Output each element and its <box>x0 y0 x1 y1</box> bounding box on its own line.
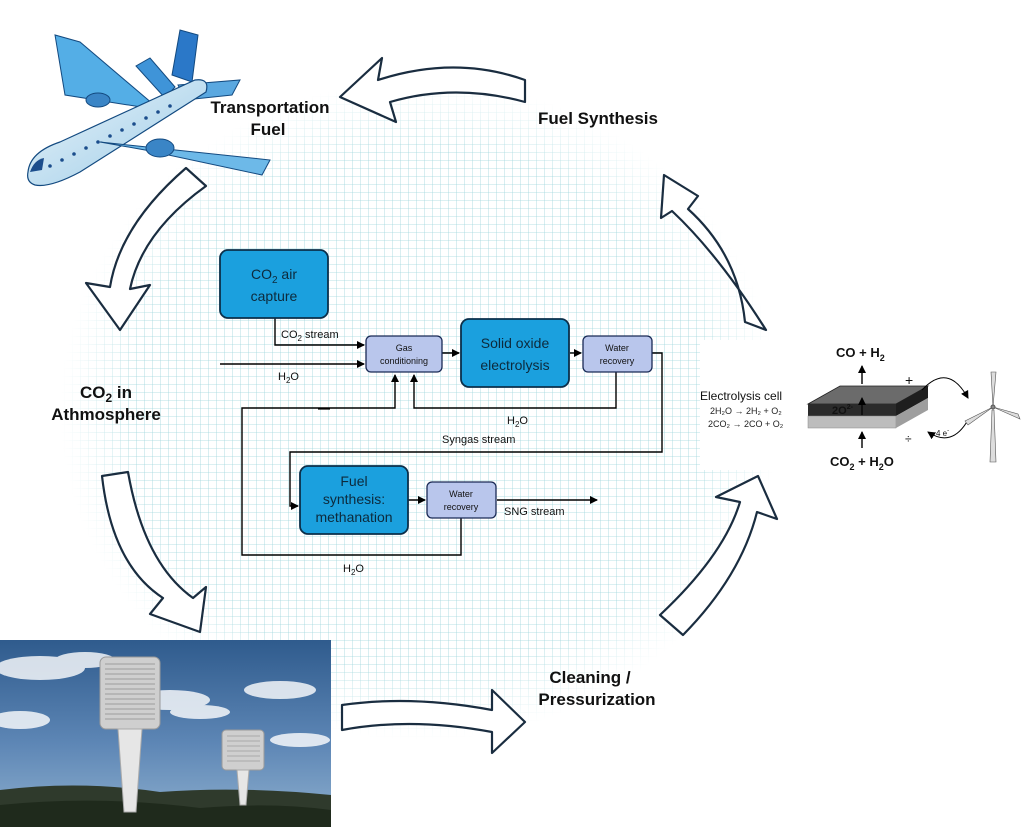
cycle-arrow-left-lower <box>100 470 208 634</box>
reaction-water: 2H₂O → 2H₂ + O₂ <box>710 406 782 416</box>
label-h2o-in: H2O <box>278 371 299 385</box>
label-minus-electrode: ÷ <box>905 432 912 446</box>
label-h2o-return-2: H2O <box>343 563 364 577</box>
cycle-arrow-bottom <box>340 688 527 755</box>
line-syngas <box>289 352 663 510</box>
cycle-arrow-top <box>338 56 527 124</box>
reaction-co2: 2CO₂ → 2CO + O₂ <box>708 419 784 429</box>
line-co2-stream <box>274 318 365 349</box>
label-reactants: CO2 + H2O <box>830 454 894 472</box>
wind-turbine-icon <box>964 371 1021 463</box>
svg-text:synthesis:: synthesis: <box>323 491 385 507</box>
label-co2-in: CO2 in <box>80 383 132 405</box>
svg-text:Gas: Gas <box>396 343 413 353</box>
label-sng-stream: SNG stream <box>504 506 565 518</box>
svg-text:methanation: methanation <box>315 509 392 525</box>
svg-text:CO2 air: CO2 air <box>251 266 297 286</box>
svg-text:Water: Water <box>449 489 473 499</box>
label-electrons: 4 e- <box>936 428 949 438</box>
cycle-arrow-right-upper <box>659 173 768 332</box>
line-water-return-2 <box>241 374 462 556</box>
air-capture-photo <box>0 640 331 827</box>
electrolysis-cell-diagram: Electrolysis cell 2H₂O → 2H₂ + O₂ 2CO₂ →… <box>700 345 1021 472</box>
svg-text:Water: Water <box>605 343 629 353</box>
box-water-recovery-1: Water recovery <box>582 335 653 373</box>
label-cleaning: Cleaning / <box>549 668 631 687</box>
label-fuel-synthesis: Fuel Synthesis <box>538 109 658 128</box>
box-solid-oxide-electrolysis: Solid oxide electrolysis <box>460 318 570 388</box>
label-products: CO + H2 <box>836 345 885 363</box>
box-co2-air-capture: CO2 air capture <box>219 249 329 319</box>
label-co2-stream: CO2 stream <box>281 329 339 343</box>
label-athmosphere: Athmosphere <box>51 405 161 424</box>
label-syngas-stream: Syngas stream <box>442 434 515 446</box>
label-oxygen-ion: 2O2- <box>832 404 854 417</box>
airplane-illustration <box>27 29 271 187</box>
svg-text:recovery: recovery <box>444 502 479 512</box>
cycle-arrow-left-upper <box>84 166 208 332</box>
svg-text:recovery: recovery <box>600 356 635 366</box>
electrolysis-cell-title: Electrolysis cell <box>700 389 782 403</box>
svg-text:Fuel: Fuel <box>340 473 367 489</box>
svg-text:Solid oxide: Solid oxide <box>481 335 550 351</box>
svg-text:conditioning: conditioning <box>380 356 428 366</box>
label-pressurization: Pressurization <box>538 690 655 709</box>
label-plus-electrode: + <box>905 372 913 388</box>
svg-text:electrolysis: electrolysis <box>480 357 549 373</box>
line-water-return-1 <box>410 372 617 409</box>
box-fuel-synthesis: Fuel synthesis: methanation <box>299 465 409 535</box>
label-h2o-return-1: H2O <box>507 415 528 429</box>
box-gas-conditioning: Gas conditioning <box>365 335 443 373</box>
cycle-arrow-right-lower <box>658 474 779 637</box>
label-fuel: Fuel <box>251 120 286 139</box>
svg-text:capture: capture <box>251 288 298 304</box>
label-transportation: Transportation <box>210 98 329 117</box>
box-water-recovery-2: Water recovery <box>426 481 497 519</box>
